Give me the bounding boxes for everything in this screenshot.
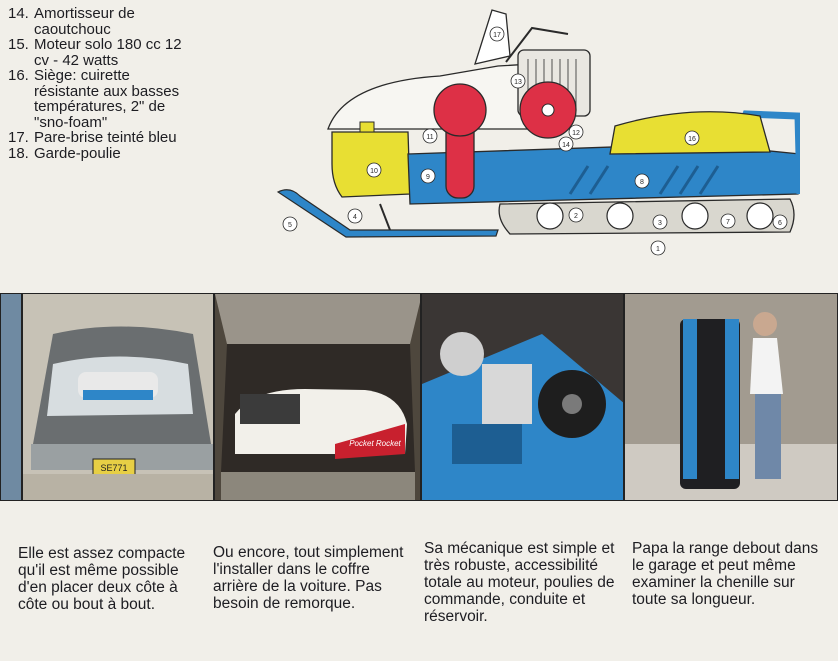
svg-text:1: 1 <box>656 246 660 253</box>
parts-legend: 14. Amortisseur de caoutchouc 15. Moteur… <box>8 6 183 161</box>
caption-compact: Elle est assez compacte qu'il est même p… <box>18 545 186 613</box>
svg-text:2: 2 <box>574 213 578 220</box>
callout-9: 9 <box>420 168 436 184</box>
callout-13: 13 <box>510 73 526 89</box>
mechanics-illustration <box>422 294 623 500</box>
legend-item-14: 14. Amortisseur de caoutchouc <box>8 5 135 38</box>
callout-11: 11 <box>422 128 438 144</box>
garage-illustration <box>625 294 837 500</box>
caption-garage: Papa la range debout dans le garage et p… <box>632 540 819 608</box>
photo-mechanics <box>421 293 624 501</box>
svg-text:9: 9 <box>426 174 430 181</box>
callout-14: 14 <box>558 136 574 152</box>
svg-text:14: 14 <box>562 142 570 149</box>
snowmobile-cutaway-diagram: 17 13 11 10 9 8 16 14 12 5 4 3 2 7 6 1 <box>276 9 800 256</box>
callouts: 17 13 11 10 9 8 16 14 12 5 4 3 2 7 6 1 <box>282 26 788 256</box>
photo-strip: SE771 Pocket Rocket <box>0 293 838 501</box>
ski-leg <box>379 203 391 231</box>
handlebar-illustration <box>505 26 569 63</box>
pulley-hub <box>541 103 555 117</box>
callout-3: 3 <box>652 214 668 230</box>
license-plate-text: SE771 <box>100 463 127 473</box>
ski-illustration <box>276 189 499 238</box>
sticker-text: Pocket Rocket <box>349 439 401 448</box>
caption-trunk: Ou encore, tout simplement l'installer d… <box>213 544 404 612</box>
photo-edge-fragment <box>0 293 22 501</box>
svg-text:10: 10 <box>370 168 378 175</box>
svg-text:6: 6 <box>778 220 782 227</box>
callout-1: 1 <box>650 240 666 256</box>
svg-text:12: 12 <box>572 130 580 137</box>
station-wagon-illustration: SE771 <box>23 294 213 500</box>
svg-text:16: 16 <box>688 136 696 143</box>
svg-text:17: 17 <box>493 32 501 39</box>
callout-16: 16 <box>684 130 700 146</box>
photo-garage <box>624 293 838 501</box>
legend-item-16: 16. Siège: cuirette résistante aux basse… <box>8 67 180 131</box>
drive-pulley-illustration <box>433 83 487 137</box>
legend-item-15: 15. Moteur solo 180 cc 12 cv - 42 watts <box>8 36 182 69</box>
caption-mechanics: Sa mécanique est simple et très robuste,… <box>424 540 615 625</box>
svg-text:7: 7 <box>726 219 730 226</box>
captions: Elle est assez compacte qu'il est même p… <box>0 540 838 661</box>
fuel-cap <box>359 121 375 133</box>
callout-8: 8 <box>634 173 650 189</box>
photo-car-trunk: Pocket Rocket <box>214 293 421 501</box>
callout-7: 7 <box>720 213 736 229</box>
svg-text:3: 3 <box>658 220 662 227</box>
track-illustration <box>498 198 795 235</box>
callout-12: 12 <box>568 124 584 140</box>
svg-text:8: 8 <box>640 179 644 186</box>
svg-text:13: 13 <box>514 79 522 86</box>
callout-2: 2 <box>568 207 584 223</box>
legend-item-17: 17. Pare-brise teinté bleu <box>8 129 177 146</box>
svg-text:4: 4 <box>353 214 357 221</box>
svg-text:11: 11 <box>426 134 433 141</box>
callout-10: 10 <box>366 162 382 178</box>
car-trunk-illustration: Pocket Rocket <box>215 294 420 500</box>
callout-5: 5 <box>282 216 298 232</box>
legend-item-18: 18. Garde-poulie <box>8 144 121 162</box>
photo-station-wagon: SE771 <box>22 293 214 501</box>
hood-outline <box>327 63 533 130</box>
callout-4: 4 <box>347 208 363 224</box>
bogie-wheels <box>536 202 774 230</box>
callout-6: 6 <box>772 214 788 230</box>
chassis-stripes <box>568 165 720 195</box>
svg-text:5: 5 <box>288 222 292 229</box>
callout-17: 17 <box>489 26 505 42</box>
